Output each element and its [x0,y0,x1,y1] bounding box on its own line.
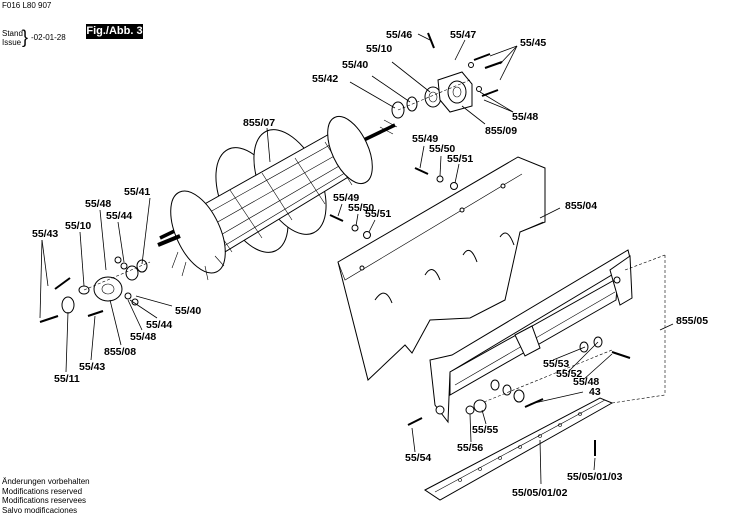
support-frame [429,249,633,424]
brace-glyph: } [22,27,29,47]
label-55-53: 55/53 [543,358,569,370]
label-55-48-right: 55/48 [573,376,599,388]
label-55-10-top: 55/10 [366,43,392,55]
label-55-43-a: 55/43 [32,228,58,240]
upper-bearing-assembly [391,32,503,119]
label-55-48-left: 55/48 [85,198,111,210]
note-french: Modifications reservees [2,496,87,505]
label-55-05-01-02: 55/05/01/02 [512,487,568,499]
label-55-52: 55/52 [556,368,582,380]
part-labels: 55/46 55/47 55/45 55/10 55/40 55/42 55/4… [32,29,708,499]
note-german: Änderungen vorbehalten [2,477,90,486]
label-55-40-bottom: 55/40 [175,305,201,317]
leader-lines [39,33,674,485]
label-855-08: 855/08 [104,346,136,358]
label-855-04: 855/04 [565,200,597,212]
label-55-44-bottom: 55/44 [146,319,172,331]
label-55-46: 55/46 [386,29,412,41]
label-55-49-a: 55/49 [412,133,438,145]
knife-plate [337,156,546,381]
figure-label: Fig./Abb. 3 [86,24,143,39]
label-55-50-a: 55/50 [429,143,455,155]
issue-date: -02-01-28 [31,33,66,42]
label-855-05: 855/05 [676,315,708,327]
issue-label: Issue [2,38,22,47]
label-55-43-b: 55/43 [79,361,105,373]
label-855-07: 855/07 [243,117,275,129]
fasteners [39,167,631,456]
bottom-blade [424,397,614,501]
note-english: Modifications reserved [2,486,83,496]
label-55-55: 55/55 [472,424,498,436]
label-55-50-b: 55/50 [348,202,374,214]
label-855-09: 855/09 [485,125,517,137]
label-55-42: 55/42 [312,73,338,85]
label-55-48-bottom: 55/48 [130,331,156,343]
label-55-44-left: 55/44 [106,210,132,222]
label-55-51-b: 55/51 [365,208,391,220]
modification-notes: Änderungen vorbehalten Modifications res… [2,477,90,515]
document-number: F016 L80 907 [2,1,52,10]
note-spanish: Salvo modificaciones [2,505,78,515]
label-55-56: 55/56 [457,442,483,454]
label-55-40-top: 55/40 [342,59,368,71]
label-55-41: 55/41 [124,186,150,198]
label-55-47: 55/47 [450,29,476,41]
label-55-51-a: 55/51 [447,153,473,165]
label-55-05-01-03: 55/05/01/03 [567,471,623,483]
label-55-48-top: 55/48 [512,111,538,123]
reel-cylinder [157,115,398,281]
label-55-11: 55/11 [54,373,80,385]
assembly-lines [83,79,666,404]
label-55-45: 55/45 [520,37,546,49]
label-43: 43 [589,386,601,398]
label-55-49-b: 55/49 [333,192,359,204]
stand-label: Stand [2,29,23,38]
label-55-10-left: 55/10 [65,220,91,232]
label-55-54: 55/54 [405,452,431,464]
